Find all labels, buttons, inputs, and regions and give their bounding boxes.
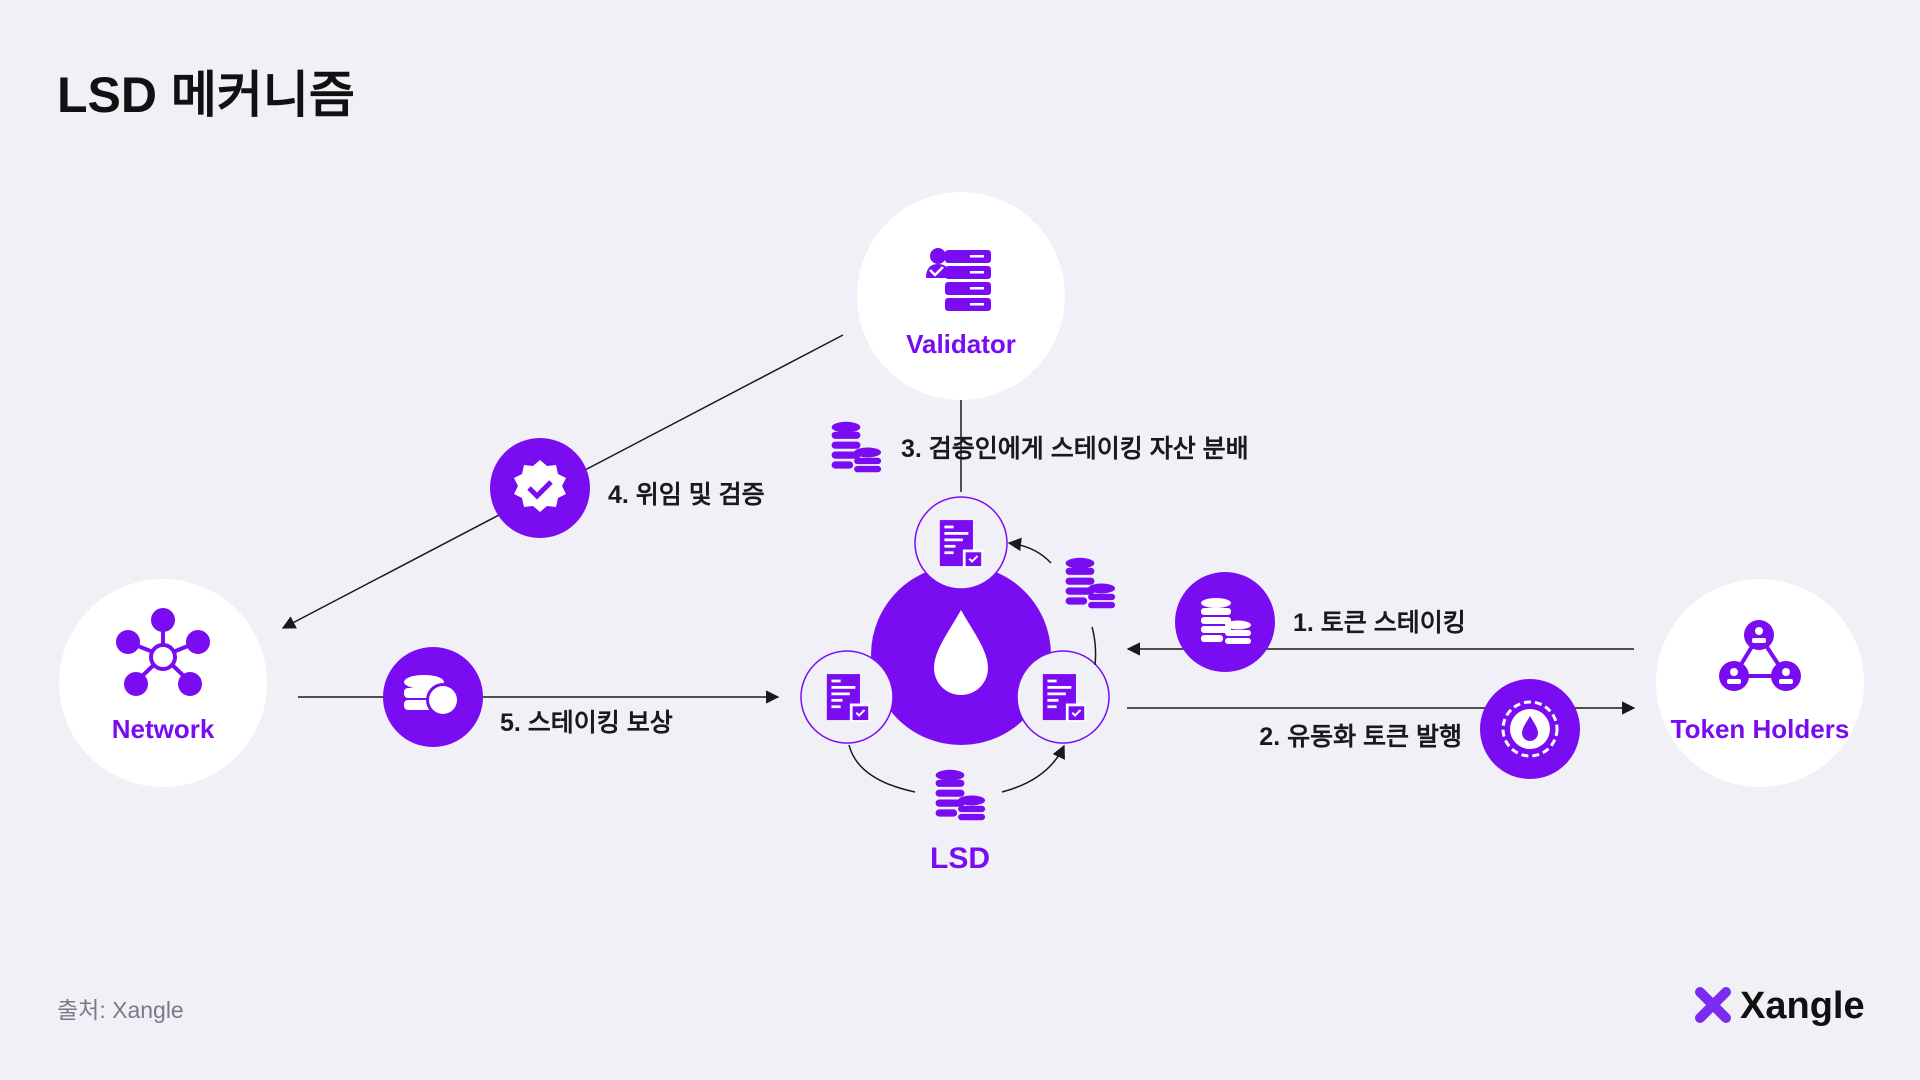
step-3-label: 3. 검증인에게 스테이킹 자산 분배: [901, 435, 1249, 463]
network-node: Network: [59, 579, 267, 787]
lsd-node: LSD: [800, 496, 1116, 875]
network-hub-icon: [116, 608, 210, 696]
page-title: LSD 메커니즘: [57, 67, 355, 123]
xangle-x-icon: [1695, 987, 1731, 1023]
verified-badge-icon: [514, 460, 566, 512]
token-holders-label: Token Holders: [1671, 714, 1850, 744]
network-label: Network: [112, 714, 215, 744]
step-2-label: 2. 유동화 토큰 발행: [1259, 723, 1462, 751]
validator-node: Validator: [857, 192, 1065, 400]
token-holders-icon: [1719, 620, 1801, 691]
step-1-label: 1. 토큰 스테이킹: [1293, 609, 1466, 637]
validator-label: Validator: [906, 329, 1016, 359]
validator-doc-right: [1016, 650, 1110, 744]
cycle-arrow-right: [1091, 626, 1097, 666]
database-coin-icon: [404, 675, 460, 717]
cycle-arrow-bottom-left: [848, 744, 916, 793]
source-caption: 출처: Xangle: [57, 997, 184, 1023]
validator-doc-left: [800, 650, 894, 744]
liquid-token-badge: [1480, 679, 1580, 779]
validator-doc-top: [914, 496, 1008, 590]
coins-icon: [831, 421, 882, 473]
cycle-arrow-bottom-right: [1001, 744, 1065, 793]
cycle-arrow-top: [1007, 537, 1052, 564]
reward-badge: [383, 647, 483, 747]
staking-badge: [1175, 572, 1275, 672]
xangle-logo: Xangle: [1695, 985, 1865, 1027]
token-holders-node: Token Holders: [1656, 579, 1864, 787]
liquid-token-icon: [1522, 716, 1538, 741]
step-4-label: 4. 위임 및 검증: [608, 481, 765, 509]
coins-icon: [935, 769, 986, 821]
coins-stack-icon: [1201, 598, 1251, 644]
coins-icon: [1065, 557, 1116, 609]
liquid-drop-icon: [934, 610, 988, 695]
xangle-wordmark: Xangle: [1740, 985, 1865, 1027]
verified-badge: [490, 438, 590, 538]
validator-server-icon: [926, 248, 991, 311]
step-5-label: 5. 스테이킹 보상: [500, 709, 673, 737]
lsd-label: LSD: [930, 842, 990, 875]
